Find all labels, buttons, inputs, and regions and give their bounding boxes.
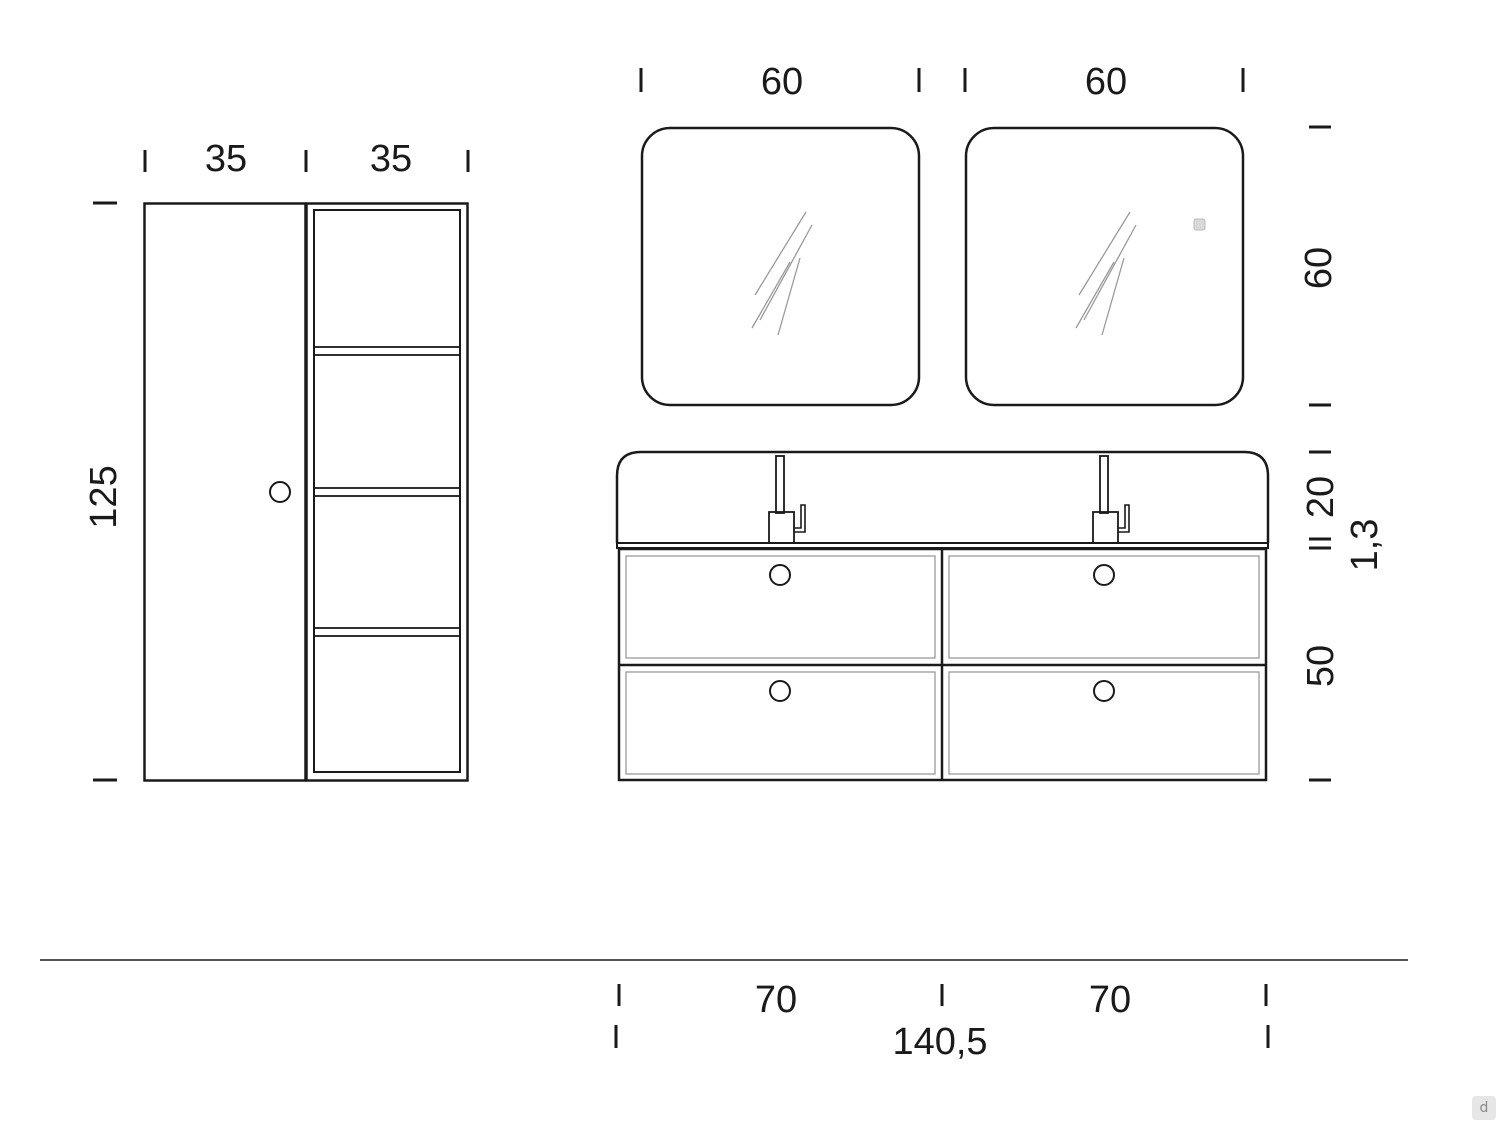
vanity-width-right-label: 70 bbox=[1089, 979, 1131, 1021]
faucet-icon bbox=[1092, 455, 1130, 544]
tall-unit: 35 35 125 bbox=[83, 138, 470, 782]
shelf bbox=[313, 627, 461, 637]
mirror-right bbox=[964, 126, 1245, 407]
drawer bbox=[625, 671, 936, 775]
mirror-reflection-icon bbox=[751, 211, 813, 336]
drawer-knob bbox=[1093, 564, 1115, 586]
mirror-reflection-icon bbox=[1075, 211, 1137, 336]
vanity: 20 1,3 50 bbox=[615, 450, 1386, 782]
mirrors: 60 60 60 bbox=[639, 61, 1340, 407]
tall-unit-width-right-label: 35 bbox=[370, 138, 412, 180]
mirror-left bbox=[640, 126, 921, 407]
mirror-switch-icon bbox=[1193, 218, 1206, 231]
shelf bbox=[313, 346, 461, 356]
backsplash bbox=[615, 450, 1270, 543]
open-shelving-frame bbox=[305, 202, 469, 782]
countertop bbox=[616, 542, 1269, 549]
top-thickness-label: 1,3 bbox=[1344, 519, 1386, 572]
drawer-height-label: 50 bbox=[1300, 645, 1342, 687]
tall-unit-width-left-label: 35 bbox=[205, 138, 247, 180]
faucet-icon bbox=[768, 455, 806, 544]
drawer-knob bbox=[769, 680, 791, 702]
vanity-width-dimensions: 70 70 140,5 bbox=[614, 979, 1270, 1063]
door-cabinet bbox=[143, 202, 307, 782]
door-knob bbox=[269, 481, 291, 503]
drawer bbox=[948, 555, 1260, 659]
mirror-height-label: 60 bbox=[1298, 247, 1340, 289]
mirror-width-left-label: 60 bbox=[761, 61, 803, 103]
vanity-width-left-label: 70 bbox=[755, 979, 797, 1021]
drawer bbox=[948, 671, 1260, 775]
drawer bbox=[625, 555, 936, 659]
vanity-total-width-label: 140,5 bbox=[892, 1021, 987, 1063]
open-shelving-inner bbox=[313, 209, 461, 773]
drawer-knob bbox=[769, 564, 791, 586]
backsplash-height-label: 20 bbox=[1300, 476, 1342, 518]
shelf bbox=[313, 487, 461, 497]
drawer-knob bbox=[1093, 680, 1115, 702]
mirror-width-right-label: 60 bbox=[1085, 61, 1127, 103]
tall-unit-height-label: 125 bbox=[83, 465, 125, 528]
d-logo-icon: d bbox=[1472, 1096, 1496, 1120]
